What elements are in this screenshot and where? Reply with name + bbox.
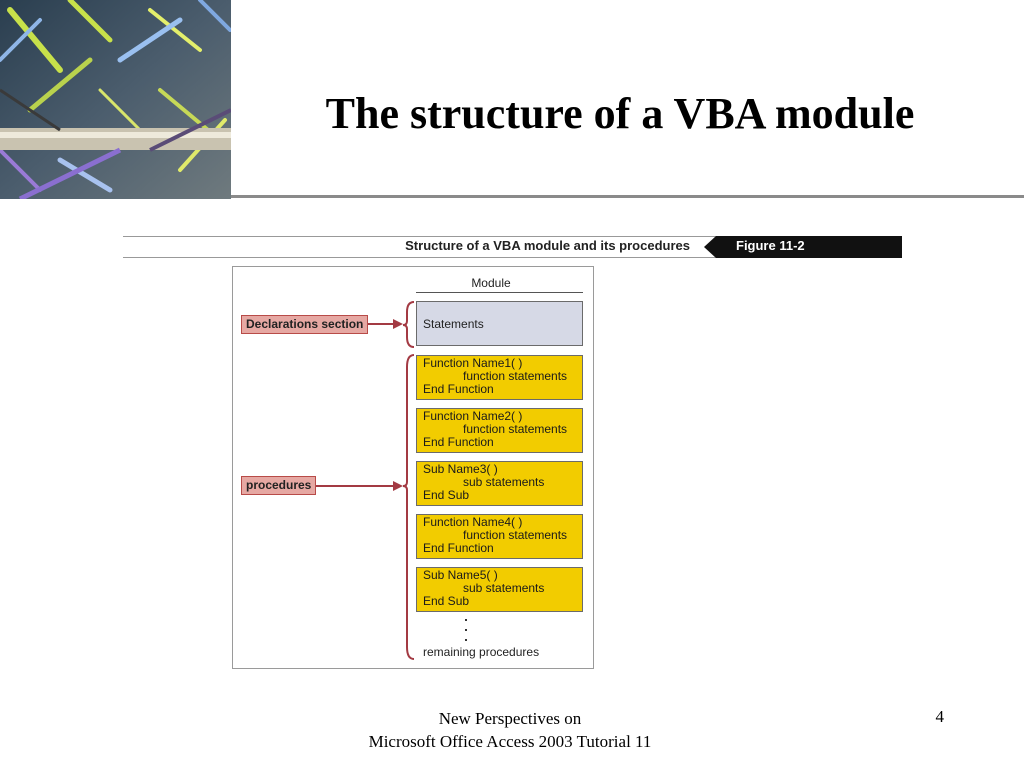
figure-number: Figure 11-2 (736, 238, 805, 253)
procedure-body: function statements (463, 422, 568, 436)
bracket-connectors (315, 301, 415, 660)
declarations-statements-box: Statements (416, 301, 583, 346)
procedure-header: Function Name2( ) (423, 409, 523, 423)
module-heading: Module (471, 276, 511, 290)
figure-number-tab: Figure 11-2 (704, 236, 902, 258)
title-divider (231, 195, 1024, 198)
figure-caption-bar: Structure of a VBA module and its proced… (123, 236, 902, 258)
slide-footer: New Perspectives on Microsoft Office Acc… (330, 707, 690, 753)
procedure-body: function statements (463, 369, 568, 383)
ellipsis-dot (465, 619, 467, 621)
procedure-body: sub statements (463, 475, 545, 489)
ellipsis-dot (465, 639, 467, 641)
procedure-footer: End Sub (423, 594, 470, 608)
footer-line-2: Microsoft Office Access 2003 Tutorial 11 (368, 732, 652, 751)
caption-bottom-rule (123, 257, 902, 258)
module-heading-rule (416, 292, 583, 293)
procedure-box: Function Name1( ) function statements En… (416, 355, 583, 400)
page-number: 4 (935, 707, 945, 726)
procedure-header: Sub Name5( ) (423, 568, 498, 582)
procedure-footer: End Function (423, 382, 494, 396)
procedure-footer: End Function (423, 541, 494, 555)
procedure-header: Function Name4( ) (423, 515, 523, 529)
slide-title: The structure of a VBA module (325, 89, 915, 138)
procedure-body: sub statements (463, 581, 545, 595)
procedure-header: Function Name1( ) (423, 356, 523, 370)
procedure-body: function statements (463, 528, 568, 542)
procedure-box: Sub Name3( ) sub statements End Sub (416, 461, 583, 506)
procedure-box: Sub Name5( ) sub statements End Sub (416, 567, 583, 612)
ellipsis-dot (465, 629, 467, 631)
remaining-procedures-label: remaining procedures (423, 645, 540, 659)
footer-line-1: New Perspectives on (438, 709, 582, 728)
corner-photo (0, 0, 231, 199)
procedure-box: Function Name2( ) function statements En… (416, 408, 583, 453)
procedures-callout: procedures (241, 476, 317, 495)
caption-top-rule (123, 236, 902, 237)
procedure-footer: End Function (423, 435, 494, 449)
declarations-section-callout: Declarations section (241, 315, 369, 334)
procedure-box: Function Name4( ) function statements En… (416, 514, 583, 559)
module-diagram: Module Statements Function Name1( ) func… (232, 266, 594, 669)
procedure-footer: End Sub (423, 488, 470, 502)
figure-caption: Structure of a VBA module and its proced… (405, 238, 690, 253)
procedure-header: Sub Name3( ) (423, 462, 498, 476)
